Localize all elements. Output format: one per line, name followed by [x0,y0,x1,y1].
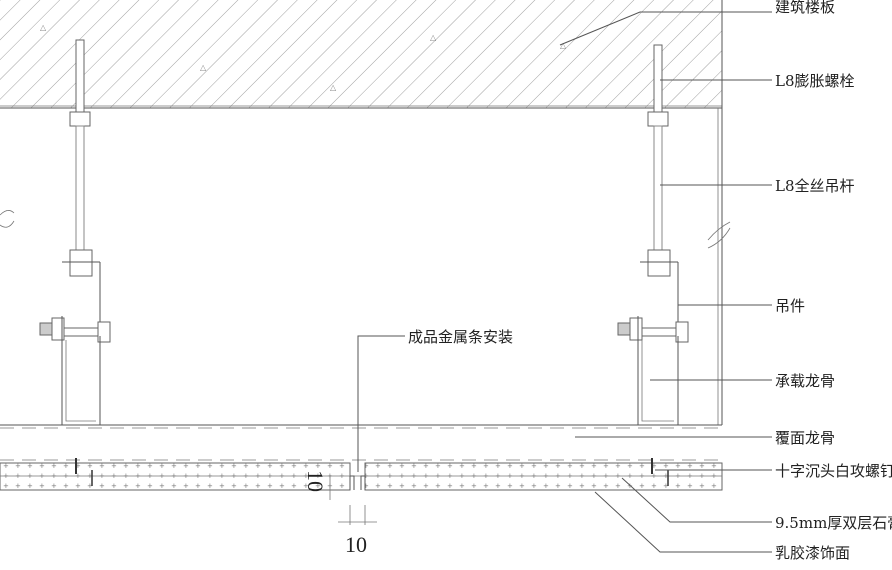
break-symbol-left [0,210,15,228]
label-gypsum-board: 9.5mm厚双层石膏板 [775,514,892,532]
svg-text:△: △ [330,83,337,92]
dimension-gap-width: 10 [338,505,377,557]
label-finish: 乳胶漆饰面 [775,544,850,562]
label-slab: 建筑楼板 [775,0,835,16]
label-anchor-bolt: L8膨胀螺栓 [775,72,855,90]
label-screw: 十字沉头白攻螺钉 [775,462,892,480]
svg-text:△: △ [560,41,567,50]
leader-lines [357,11,772,553]
metal-strip [349,475,366,490]
dimension-gap-depth-value: 10 [303,470,328,492]
label-hanger: 吊件 [775,297,805,315]
svg-text:△: △ [40,23,47,32]
cover-channel [0,424,722,461]
label-threaded-rod: L8全丝吊杆 [775,177,855,195]
dimension-gap-width-value: 10 [345,532,367,557]
hanger-assembly-right [617,44,689,426]
gypsum-board-layers [0,458,723,491]
label-main-channel: 承载龙骨 [775,372,835,390]
label-cover-channel: 覆面龙骨 [775,429,835,447]
svg-text:△: △ [200,63,207,72]
break-symbol-right [707,221,731,249]
label-metal-strip: 成品金属条安装 [408,328,513,346]
concrete-slab: △ △ △ △ △ [0,0,723,425]
dimension-gap-depth: 10 [303,470,331,500]
hanger-assembly-left [39,39,111,426]
svg-text:△: △ [430,33,437,42]
